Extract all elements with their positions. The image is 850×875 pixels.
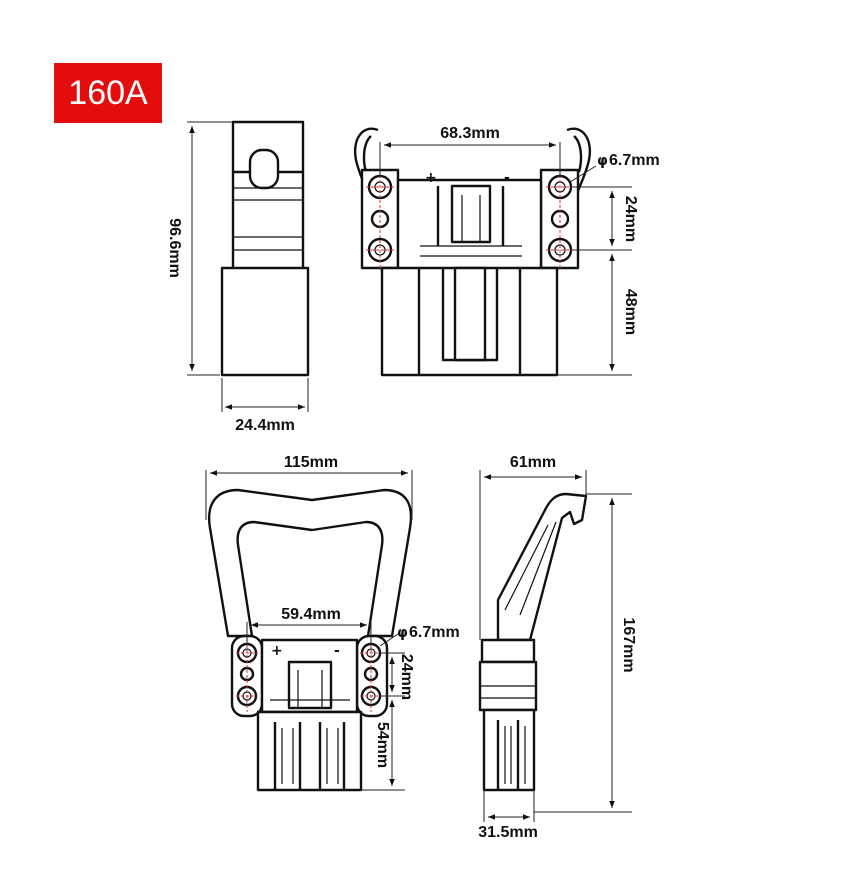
diameter-symbol: φ bbox=[597, 153, 608, 169]
body-height-label: 48mm bbox=[622, 289, 639, 335]
overall-width-label: 115mm bbox=[284, 454, 338, 471]
hole-spacing-label: 68.3mm bbox=[440, 125, 500, 142]
amperage-badge: 160A bbox=[54, 63, 162, 123]
depth-label: 61mm bbox=[510, 454, 556, 471]
body-height-label: 54mm bbox=[374, 722, 391, 768]
side-view-with-handle bbox=[478, 470, 632, 822]
hole-diameter-label: 6.7mm bbox=[409, 624, 460, 641]
hole-pitch-label: 24mm bbox=[622, 196, 639, 242]
hole-diameter-label: 6.7mm bbox=[609, 152, 660, 169]
base-width-label: 31.5mm bbox=[478, 824, 538, 841]
height-label: 96.6mm bbox=[166, 218, 183, 278]
overall-height-label: 167mm bbox=[620, 617, 637, 672]
plus-symbol: + bbox=[271, 643, 283, 659]
hole-pitch-label: 24mm bbox=[398, 654, 415, 700]
front-view-with-handle bbox=[205, 470, 413, 792]
side-view-small bbox=[187, 120, 310, 412]
plus-symbol: + bbox=[425, 170, 437, 186]
front-view-small bbox=[353, 127, 632, 377]
width-label: 24.4mm bbox=[235, 417, 295, 434]
minus-symbol: - bbox=[504, 170, 510, 186]
hole-spacing-label: 59.4mm bbox=[281, 606, 341, 623]
diameter-symbol: φ bbox=[397, 625, 408, 641]
minus-symbol: - bbox=[334, 643, 340, 659]
